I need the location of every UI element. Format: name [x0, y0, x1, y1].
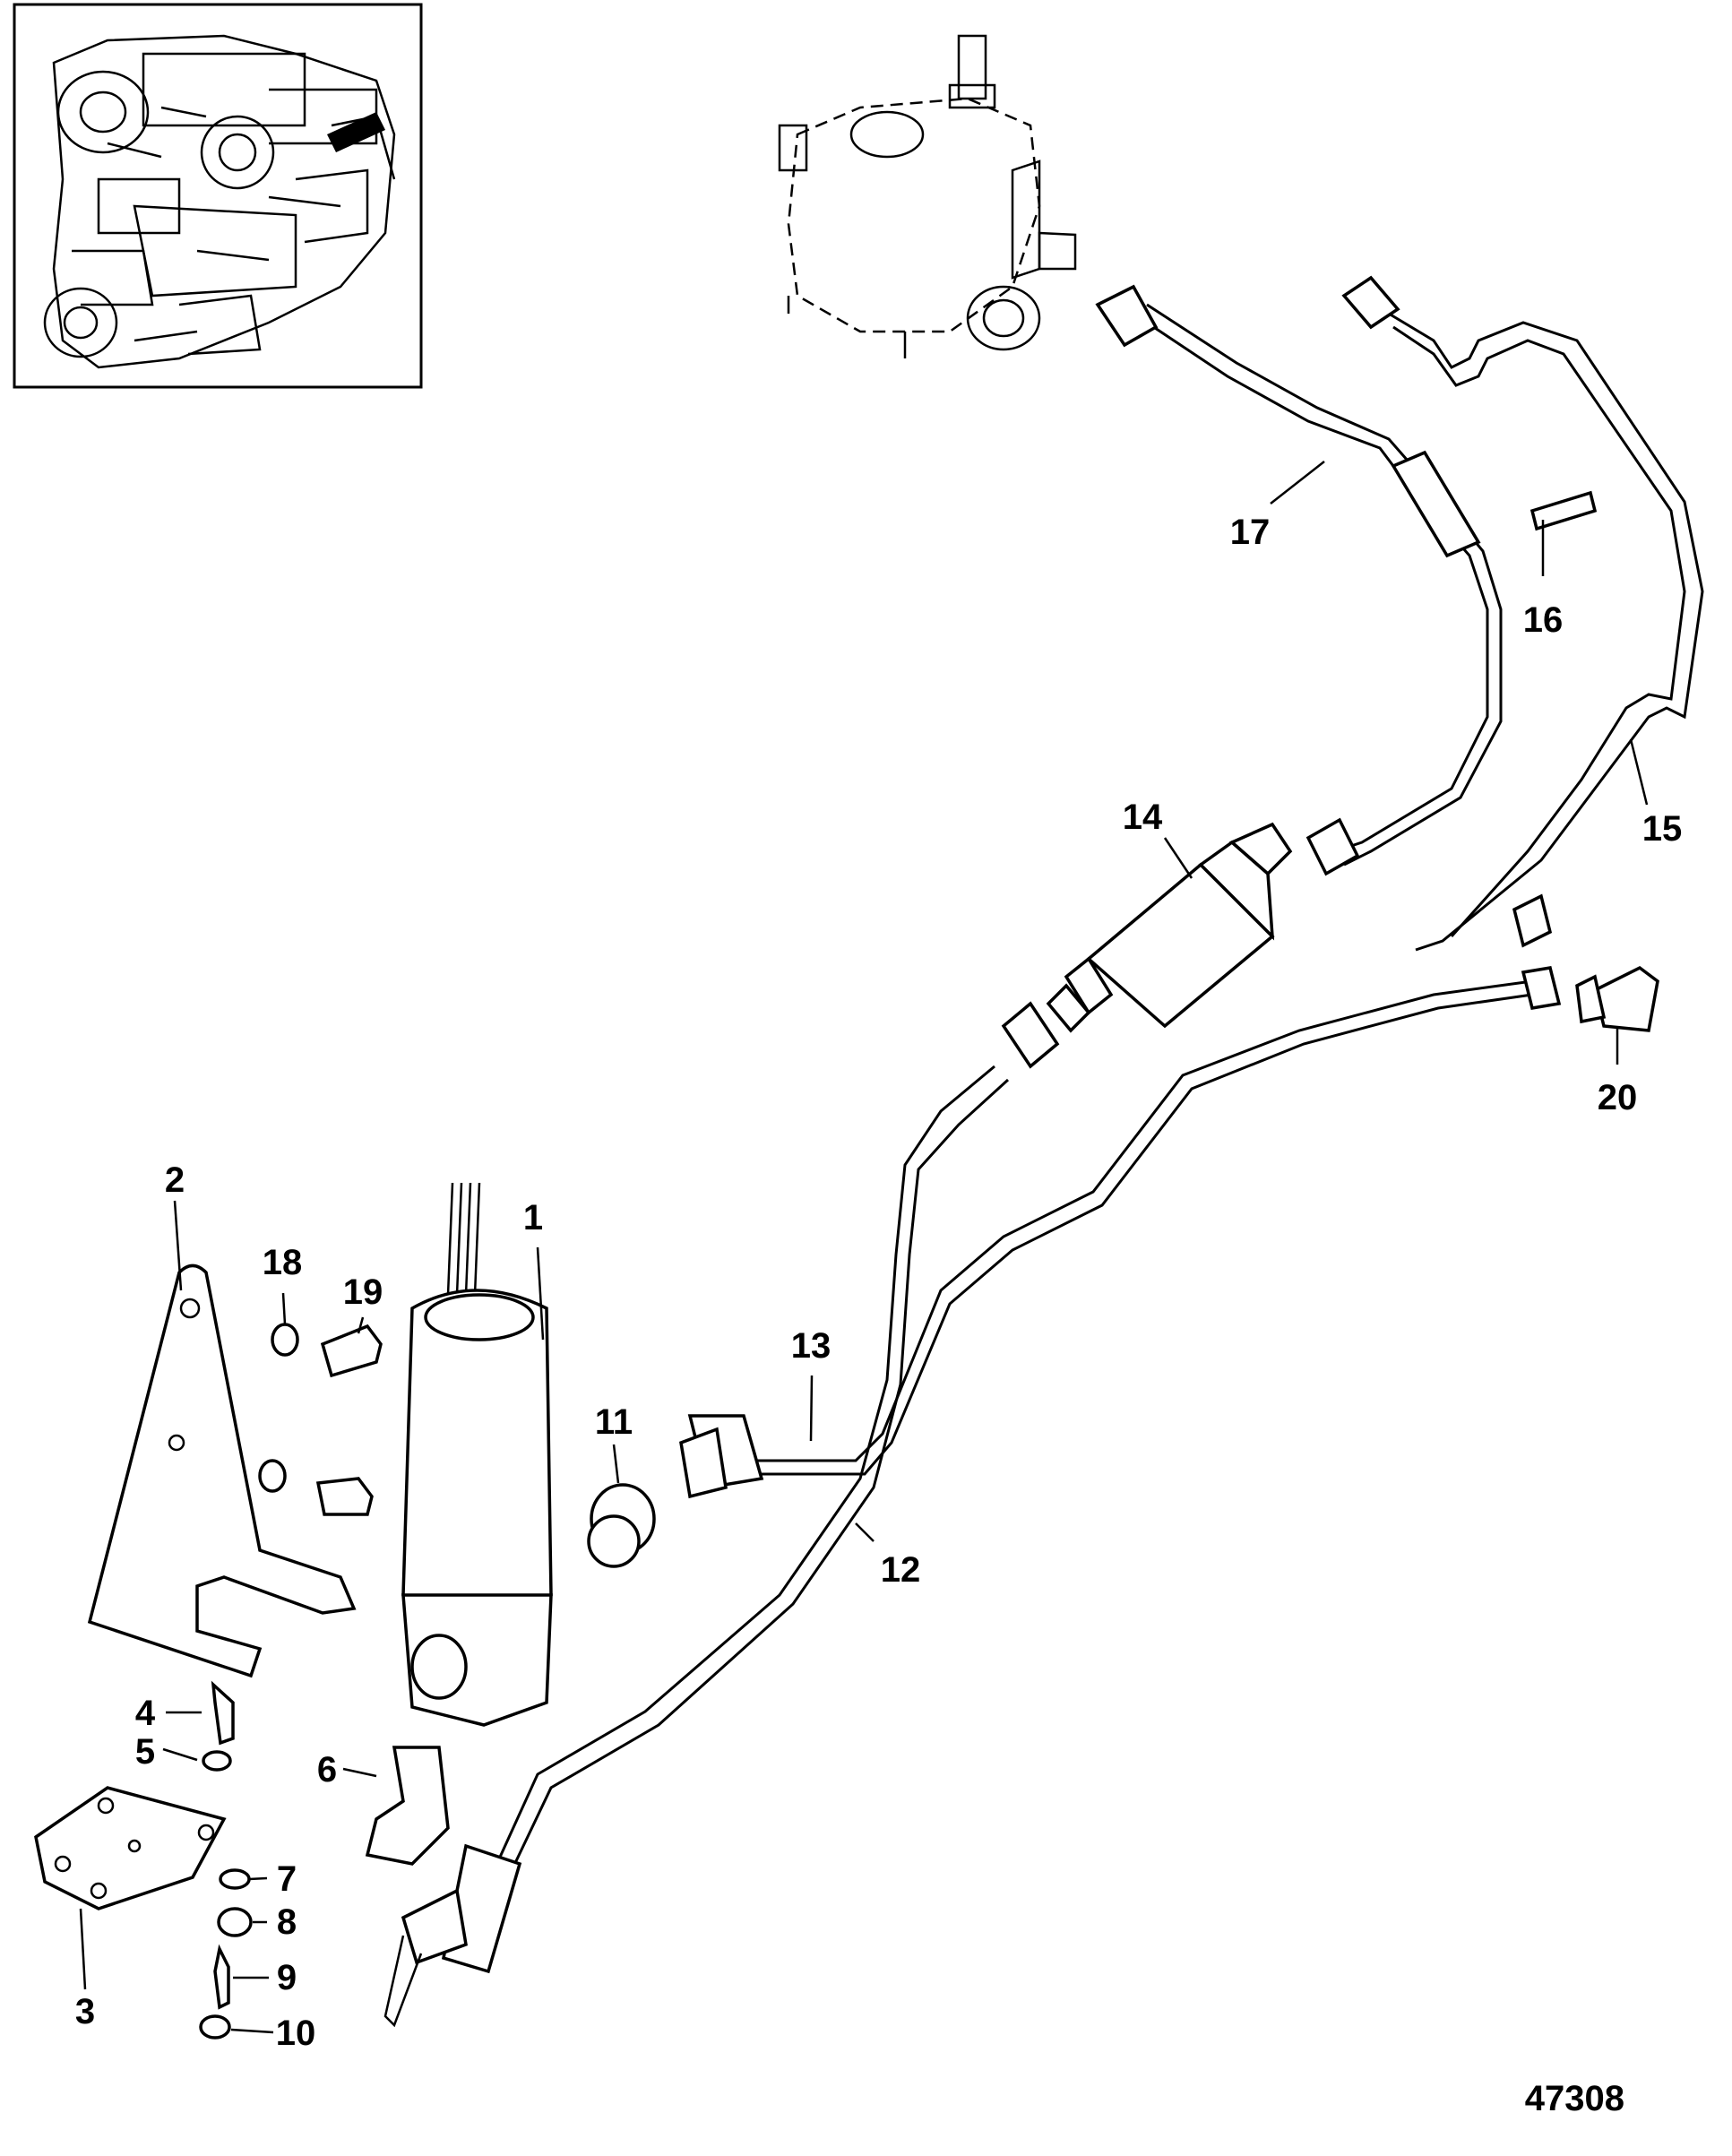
- part-11-plug: [587, 1483, 656, 1568]
- leader-lines: [79, 461, 1649, 2034]
- part-20-fitting: [1575, 965, 1659, 1032]
- callout-20: 20: [1598, 1078, 1638, 1117]
- callout-12: 12: [881, 1550, 921, 1590]
- callout-15: 15: [1642, 809, 1683, 849]
- callout-labels: 1 2 3 4 5 6 7 8 9 10 11 12 13 14 15 16 1…: [75, 513, 1682, 2053]
- callout-16: 16: [1523, 600, 1564, 640]
- part-3-plate: [34, 1786, 227, 1910]
- callout-1: 1: [523, 1198, 543, 1238]
- callout-7: 7: [277, 1859, 297, 1899]
- part-16-clip: [1530, 490, 1598, 531]
- callout-4: 4: [135, 1694, 156, 1733]
- figure-number: 47308: [1525, 2079, 1624, 2118]
- engine-locator-inset: [13, 3, 423, 389]
- callout-14: 14: [1123, 798, 1163, 837]
- steering-pump-housing: [778, 34, 1077, 358]
- callout-19: 19: [343, 1272, 383, 1312]
- callout-10: 10: [276, 2014, 316, 2053]
- part-2-bracket: [87, 1263, 357, 1678]
- callout-17: 17: [1230, 513, 1271, 552]
- callout-9: 9: [277, 1958, 297, 1997]
- callout-13: 13: [791, 1326, 832, 1366]
- part-19-bolts: [315, 1324, 383, 1516]
- callout-3: 3: [75, 1992, 95, 2031]
- callout-6: 6: [317, 1750, 337, 1789]
- callout-2: 2: [165, 1160, 185, 1200]
- line-12-13: [383, 966, 1562, 2028]
- part-14-filter: [1046, 822, 1293, 1033]
- part-6-elbow: [365, 1746, 450, 1866]
- callout-11: 11: [595, 1402, 633, 1442]
- line-15: [1341, 275, 1704, 952]
- part-1-solenoid: [401, 1182, 553, 1727]
- line-17: [1095, 284, 1503, 876]
- callout-5: 5: [135, 1732, 155, 1772]
- callout-8: 8: [277, 1902, 297, 1942]
- callout-18: 18: [263, 1243, 303, 1282]
- part-18-washers: [258, 1323, 299, 1493]
- small-hardware: [199, 1680, 253, 2040]
